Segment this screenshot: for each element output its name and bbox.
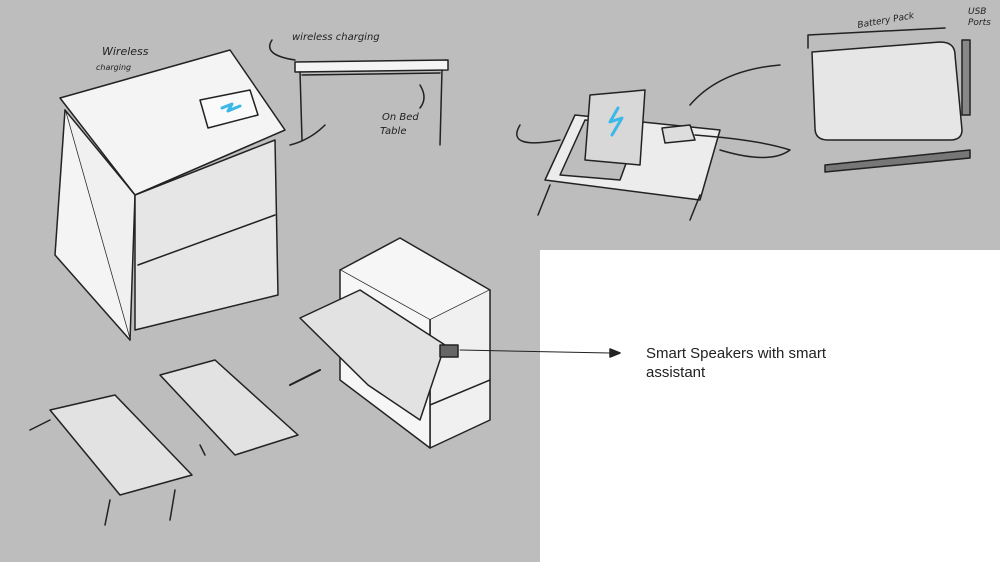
label-charging: charging <box>96 63 131 72</box>
white-panel <box>540 250 1000 562</box>
lap-table-sketch <box>516 64 791 221</box>
nightstand-sketch <box>54 49 286 341</box>
bed-table-sketch <box>268 39 449 146</box>
smart-speaker-cabinet-sketch <box>289 237 621 449</box>
label-wireless: Wireless <box>102 45 149 58</box>
label-wireless-charging: wireless charging <box>292 32 380 43</box>
label-ports: Ports <box>968 18 991 28</box>
battery-pack-sketch <box>807 27 971 173</box>
label-usb: USB <box>968 7 986 17</box>
folding-trays-sketch <box>29 359 299 526</box>
label-on-bed: On Bed <box>382 112 419 123</box>
smart-speaker-callout: Smart Speakers with smart assistant <box>646 345 827 381</box>
label-battery-pack: Battery Pack <box>857 11 916 31</box>
label-table: Table <box>380 126 406 137</box>
